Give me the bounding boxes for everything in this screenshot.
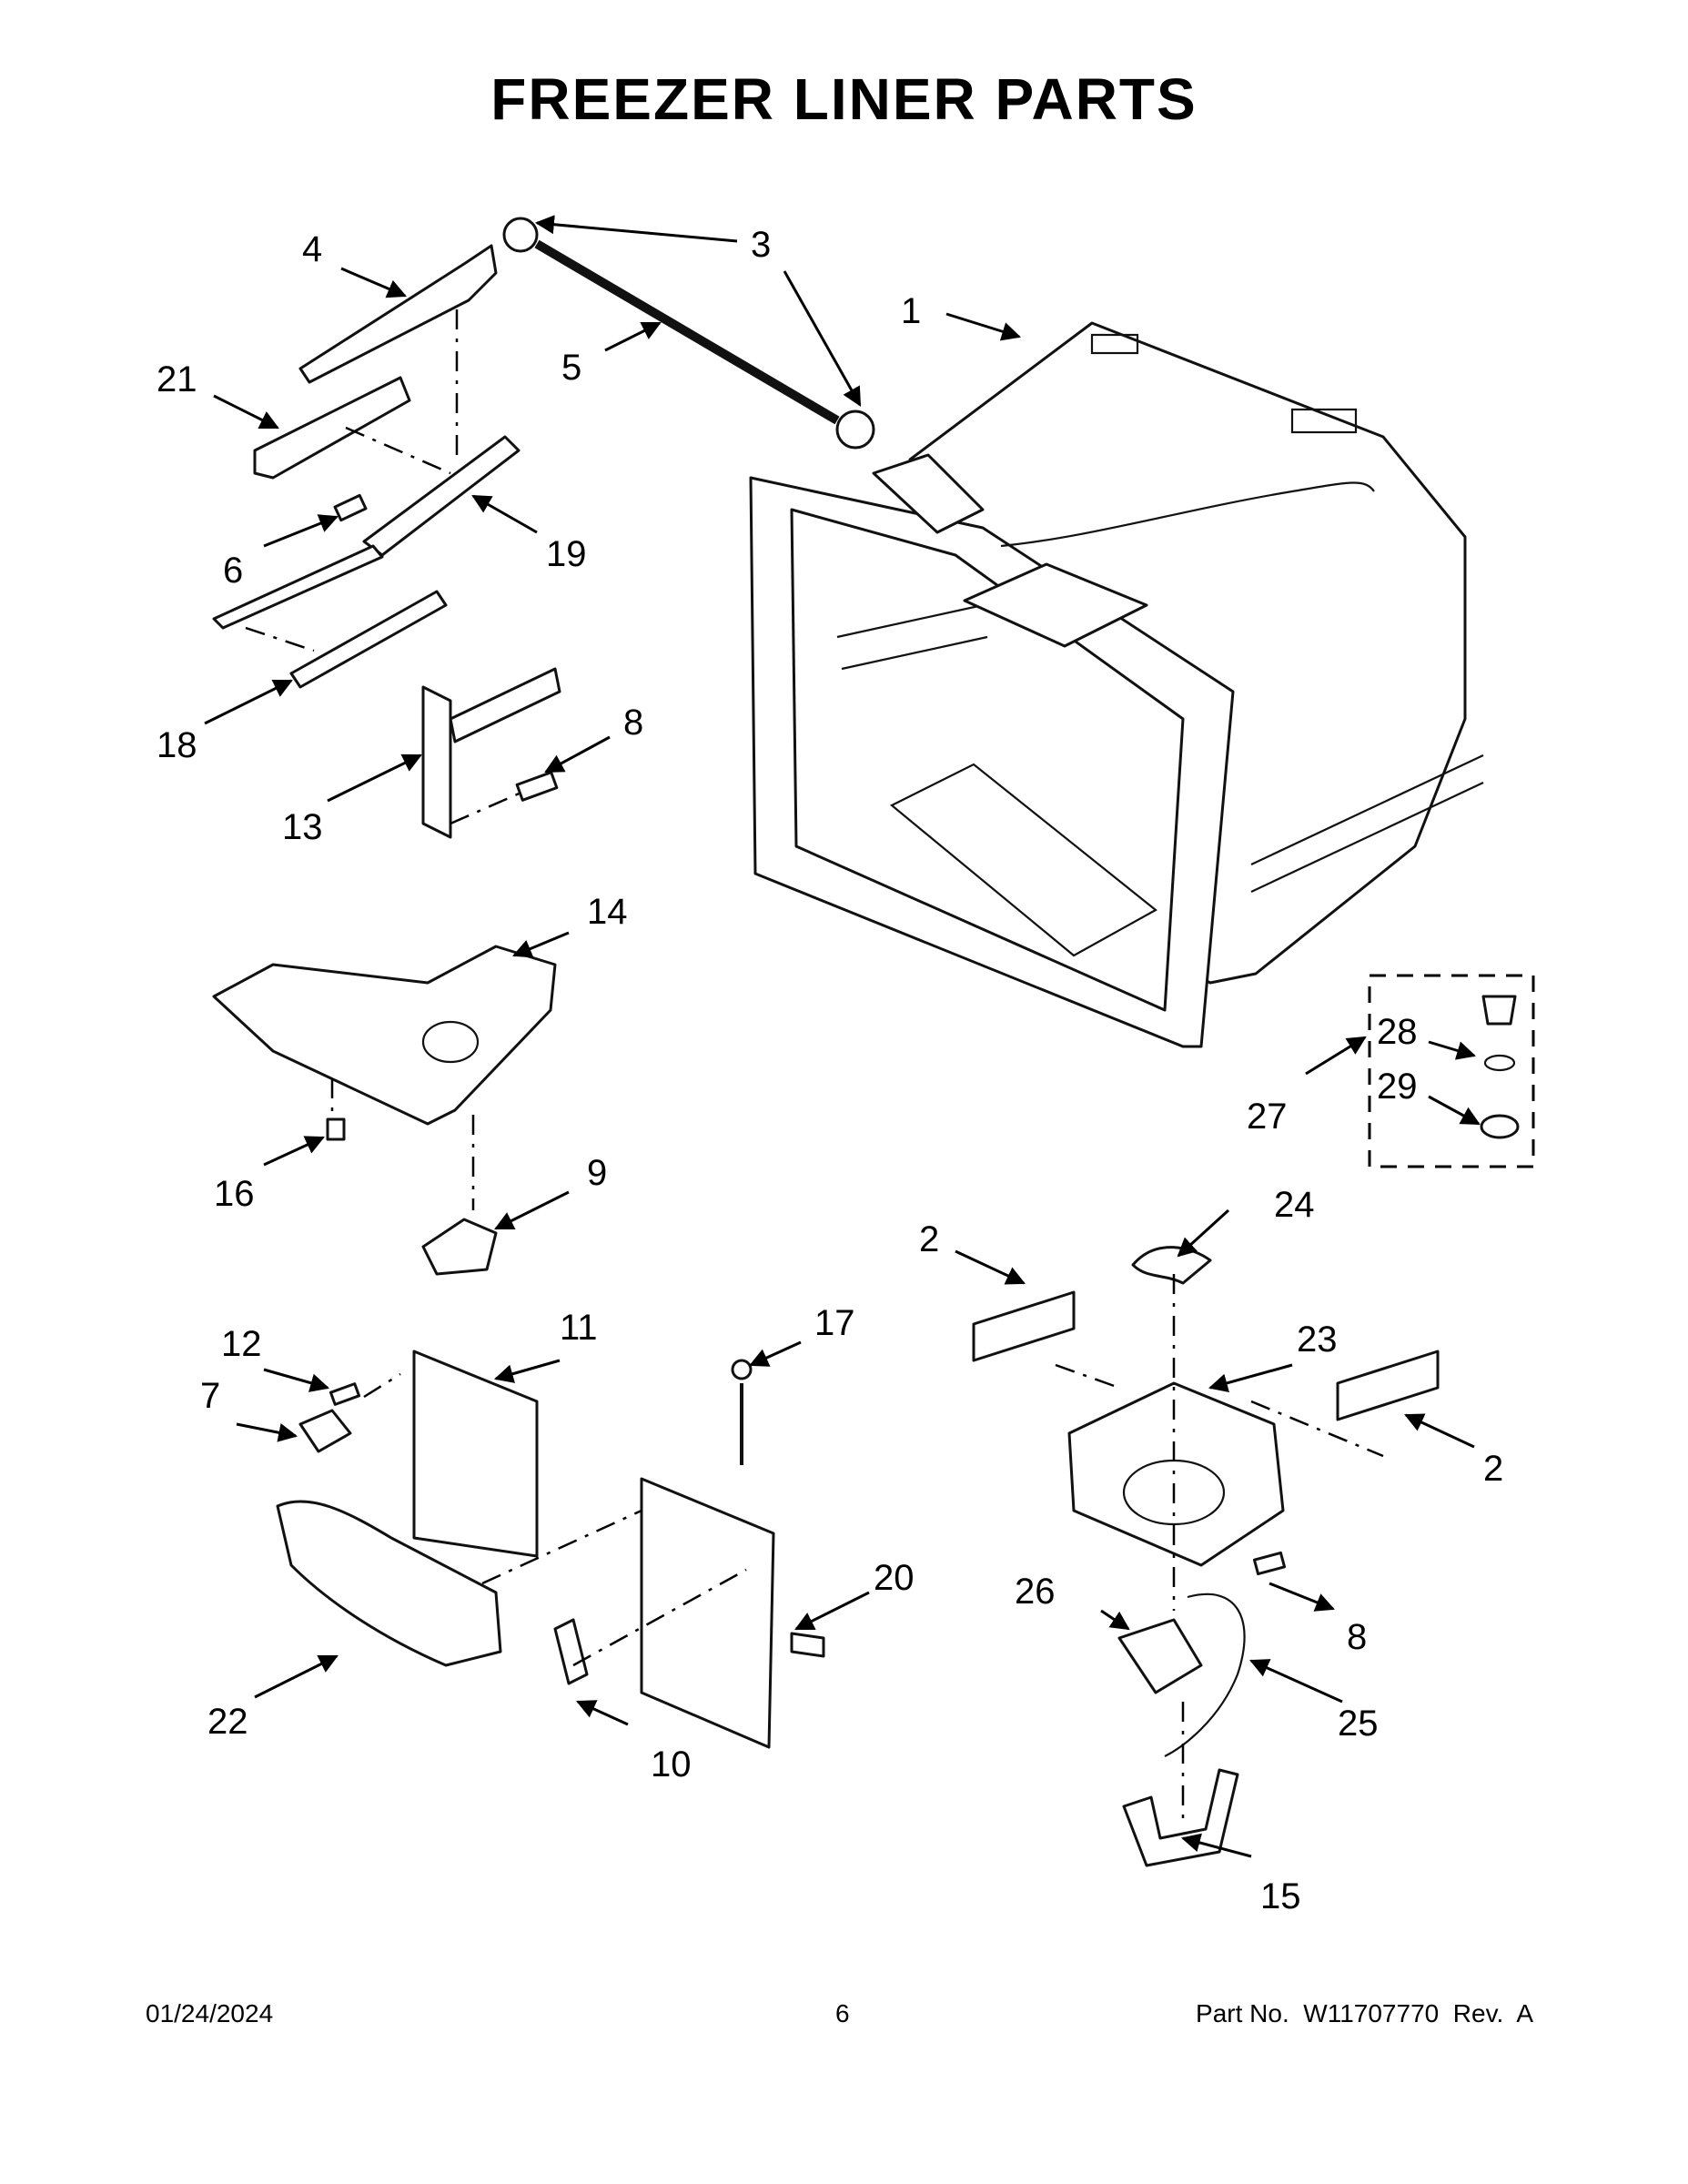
leader-arrows xyxy=(204,215,1481,1858)
callout-24: 24 xyxy=(1274,1185,1315,1225)
callout-17: 17 xyxy=(814,1303,855,1343)
callout-labels: 1 2 2 3 4 5 6 7 8 8 9 10 11 12 13 14 15 … xyxy=(157,225,1503,1916)
callout-27: 27 xyxy=(1247,1097,1288,1137)
callout-28: 28 xyxy=(1377,1012,1418,1052)
callout-21: 21 xyxy=(157,359,197,399)
alignment-lines xyxy=(245,309,1384,1820)
part-number-label: Part No. xyxy=(1196,1999,1289,2027)
callout-19: 19 xyxy=(546,534,587,574)
part-number-value: W11707770 xyxy=(1303,1999,1440,2027)
callout-1: 1 xyxy=(901,291,921,331)
callout-2: 2 xyxy=(919,1219,939,1259)
callout-2: 2 xyxy=(1483,1449,1503,1489)
callout-23: 23 xyxy=(1297,1320,1338,1360)
light-housing-parts xyxy=(212,945,557,1276)
callout-18: 18 xyxy=(157,725,197,765)
callout-14: 14 xyxy=(587,892,628,932)
callout-10: 10 xyxy=(651,1744,692,1785)
callout-3: 3 xyxy=(751,225,771,265)
part-27-kit xyxy=(1368,974,1535,1168)
callout-16: 16 xyxy=(214,1174,255,1214)
callout-13: 13 xyxy=(282,807,323,847)
revision-label: Rev. xyxy=(1452,1999,1504,2027)
callout-8: 8 xyxy=(1347,1617,1367,1657)
callout-4: 4 xyxy=(302,229,322,269)
revision-value: A xyxy=(1516,1999,1533,2027)
rail-assembly-parts xyxy=(212,217,875,839)
callout-7: 7 xyxy=(200,1376,220,1416)
callout-15: 15 xyxy=(1260,1876,1301,1916)
freezer-liner-part xyxy=(749,321,1484,1048)
footer-page-number: 6 xyxy=(835,1999,850,2027)
callout-11: 11 xyxy=(560,1308,598,1348)
callout-6: 6 xyxy=(223,551,243,591)
footer-part-number: Part No. W11707770 Rev. A xyxy=(1196,1999,1533,2028)
callout-8: 8 xyxy=(623,703,643,743)
footer-date: 01/24/2024 xyxy=(146,1999,274,2027)
fan-assembly-parts xyxy=(972,1246,1440,1867)
callout-25: 25 xyxy=(1338,1704,1379,1744)
callout-12: 12 xyxy=(221,1324,262,1364)
page-title: FREEZER LINER PARTS xyxy=(490,66,1198,132)
callout-20: 20 xyxy=(874,1558,915,1598)
cover-panel-parts xyxy=(276,1350,825,1749)
callout-9: 9 xyxy=(587,1153,607,1193)
callout-22: 22 xyxy=(207,1702,248,1742)
callout-29: 29 xyxy=(1377,1067,1418,1107)
callout-26: 26 xyxy=(1015,1572,1056,1612)
callout-5: 5 xyxy=(561,348,581,388)
